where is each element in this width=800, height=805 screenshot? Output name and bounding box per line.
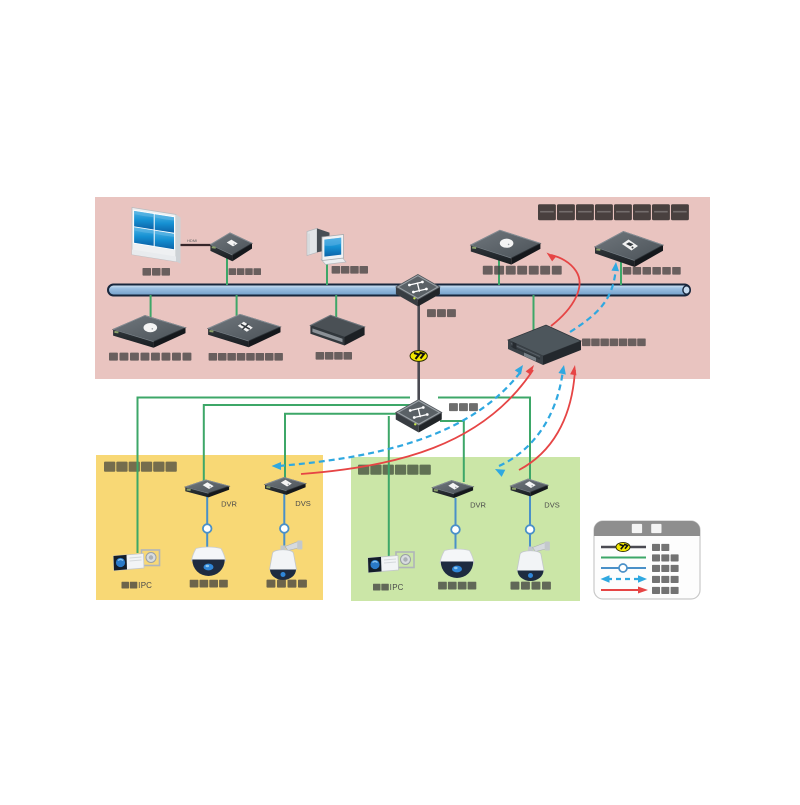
svg-text:I: I [390, 583, 392, 592]
svg-text:DVR: DVR [221, 500, 237, 509]
svg-text:HDMI: HDMI [187, 238, 197, 243]
svg-text:C: C [146, 581, 152, 590]
svg-text:DVR: DVR [470, 501, 486, 510]
svg-text:DVS: DVS [295, 499, 310, 508]
svg-text:P: P [392, 583, 397, 592]
svg-text:I: I [138, 581, 140, 590]
svg-text:C: C [398, 583, 404, 592]
svg-text:P: P [141, 581, 146, 590]
svg-text:DVS: DVS [544, 501, 559, 510]
